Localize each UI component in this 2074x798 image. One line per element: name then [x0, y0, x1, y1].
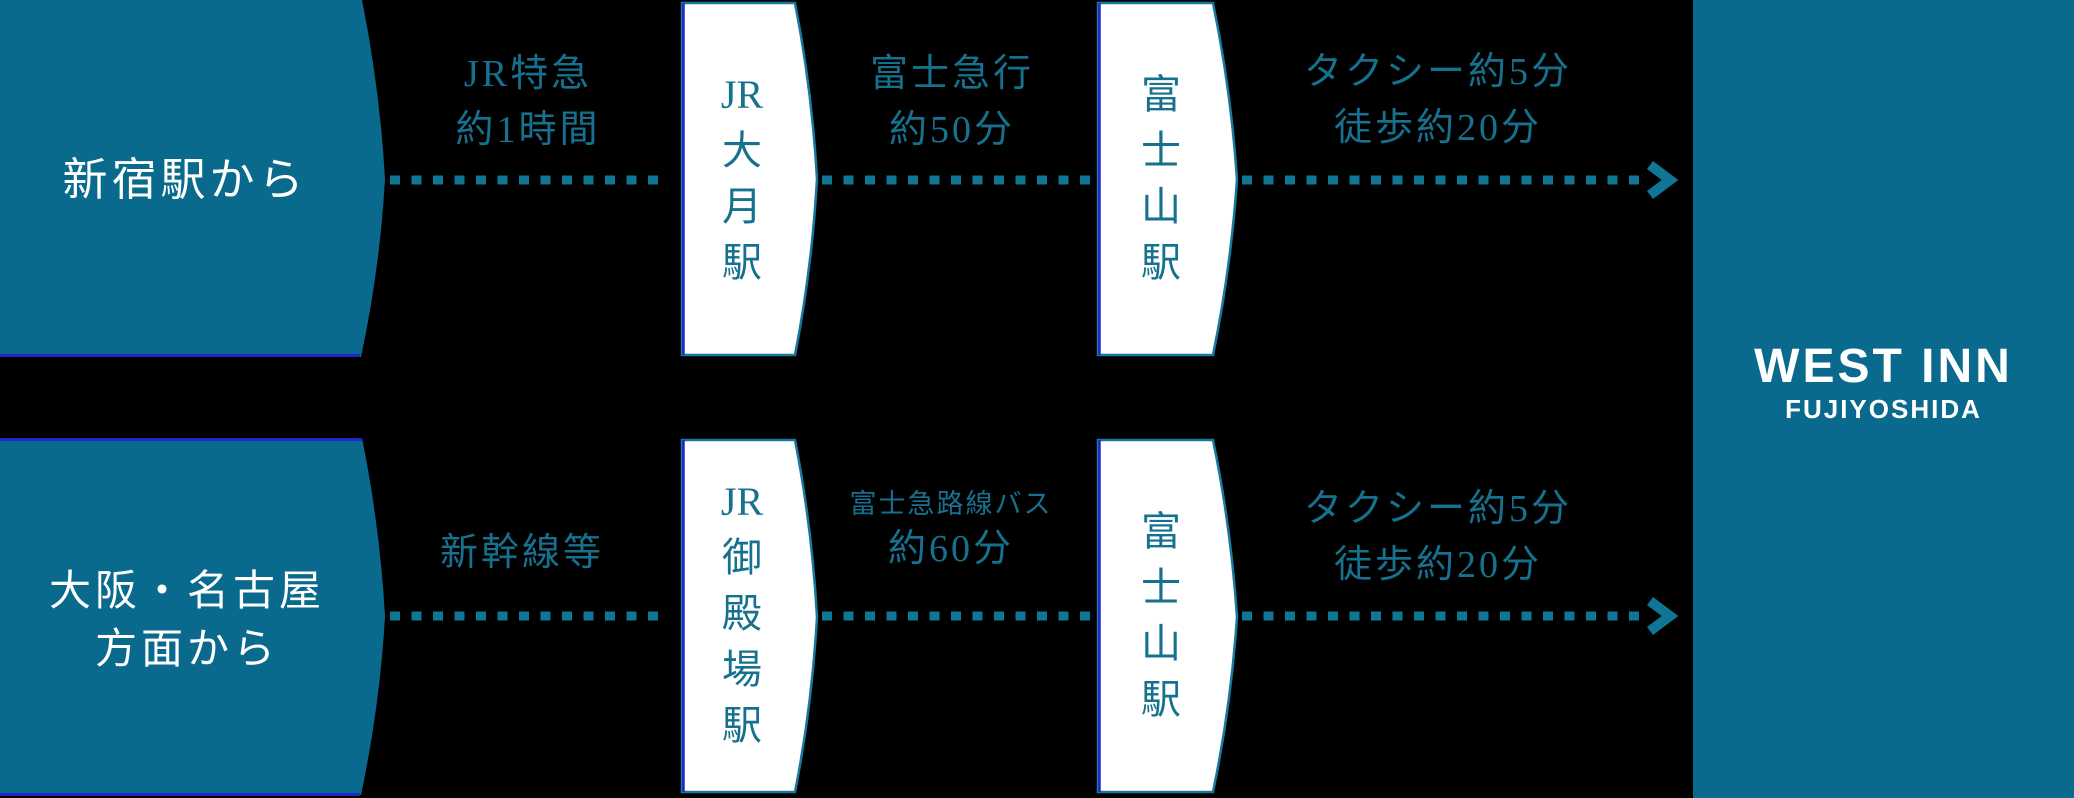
- station-char: JR: [720, 72, 764, 117]
- station-char: 殿: [722, 591, 762, 636]
- leg-label-jr-express: JR特急 約1時間: [455, 46, 600, 158]
- station-box-shape-otsuki: [680, 1, 819, 357]
- station-box-shape-fujisan-2: [1096, 438, 1239, 794]
- leg-label-line: 徒歩約20分: [1333, 544, 1543, 586]
- station-char: JR: [720, 479, 764, 524]
- leg-label-line: 約60分: [887, 528, 1014, 570]
- station-label-fujisan-1: 富 士 山 駅: [1141, 75, 1181, 283]
- origin-label-line: 方面から: [94, 627, 280, 673]
- station-label-gotemba: JR 御 殿 場 駅: [721, 482, 763, 746]
- station-char: 士: [1141, 565, 1181, 610]
- station-char: 駅: [722, 703, 762, 748]
- leg-label-line: 約50分: [888, 109, 1016, 151]
- station-char: 駅: [722, 240, 762, 285]
- leg-label-taxi-walk-2: タクシー約5分 徒歩約20分: [1304, 481, 1572, 593]
- brand-panel: WEST INN FUJIYOSHIDA: [1693, 0, 2074, 798]
- origin-label-line: 新宿駅から: [62, 155, 308, 205]
- station-char: 山: [1141, 184, 1181, 229]
- station-char: 御: [722, 535, 762, 580]
- origin-arrow-shape-2: [0, 438, 385, 795]
- station-box-shape-gotemba: [680, 438, 819, 794]
- leg-label-taxi-walk-1: タクシー約5分 徒歩約20分: [1304, 44, 1572, 156]
- leg-label-line: タクシー約5分: [1303, 51, 1573, 93]
- leg-label-line: 富士急路線バス: [849, 489, 1053, 519]
- origin-arrow-shape-1: [0, 0, 385, 357]
- leg-label-shinkansen: 新幹線等: [440, 533, 604, 573]
- leg-label-fujikyuko: 富士急行 約50分: [870, 46, 1034, 158]
- station-char: 大: [722, 128, 762, 173]
- station-char: 月: [722, 184, 762, 229]
- station-char: 富: [1141, 509, 1181, 554]
- station-label-otsuki: JR 大 月 駅: [721, 75, 763, 283]
- leg-label-line: タクシー約5分: [1303, 488, 1573, 530]
- leg-label-line: 約1時間: [455, 109, 601, 151]
- station-char: 士: [1141, 128, 1181, 173]
- arrow-head-icon-row1: [1647, 161, 1679, 199]
- leg-label-line: 徒歩約20分: [1333, 107, 1543, 149]
- station-label-fujisan-2: 富 士 山 駅: [1141, 512, 1181, 720]
- station-char: 場: [722, 647, 762, 692]
- brand-title: WEST INN: [1754, 340, 2013, 393]
- brand-panel-background: [1693, 0, 2074, 798]
- station-char: 富: [1141, 72, 1181, 117]
- origin-label-shinjuku: 新宿駅から: [62, 155, 307, 205]
- origin-label-line: 大阪・名古屋: [48, 569, 326, 615]
- origin-label-osaka-nagoya: 大阪・名古屋 方面から: [49, 563, 325, 679]
- station-char: 駅: [1141, 677, 1181, 722]
- station-char: 山: [1141, 621, 1181, 666]
- station-char: 駅: [1141, 240, 1181, 285]
- leg-label-line: JR特急: [463, 53, 593, 95]
- brand-subtitle: FUJIYOSHIDA: [1785, 394, 1982, 424]
- station-box-shape-fujisan-1: [1096, 1, 1239, 357]
- leg-label-line: 富士急行: [869, 53, 1035, 95]
- leg-label-fujikyu-bus: 富士急路線バス 約60分: [850, 487, 1053, 577]
- arrow-head-icon-row2: [1647, 597, 1679, 635]
- leg-label-line: 新幹線等: [439, 532, 605, 574]
